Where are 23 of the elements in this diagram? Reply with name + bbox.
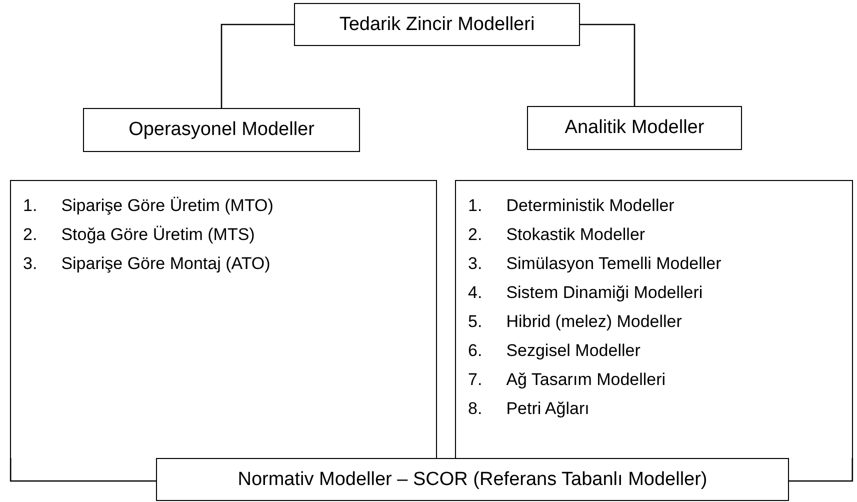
list-item: 7. Ağ Tasarım Modelleri — [468, 369, 666, 391]
list-item: 3. Simülasyon Temelli Modeller — [468, 253, 722, 275]
category-box — [156, 458, 789, 501]
box-label: Operasyonel Modeller — [128, 119, 314, 141]
list-item: 6. Sezgisel Modeller — [468, 340, 640, 362]
list-item: 4. Sistem Dinamiği Modelleri — [468, 282, 703, 304]
list-item: 8. Petri Ağları — [468, 398, 590, 420]
list-box — [455, 180, 853, 458]
connector-line — [580, 24, 636, 106]
list-item: 2. Stokastik Modeller — [468, 224, 646, 246]
list-item: 5. Hibrid (melez) Modeller — [468, 311, 682, 333]
box-label: Analitik Modeller — [564, 117, 704, 139]
list-item: 3. Siparişe Göre Montaj (ATO) — [23, 253, 270, 275]
box-label: Normativ Modeller – SCOR (Referans Tabanlı Modeller) — [238, 468, 708, 490]
title-box — [294, 3, 580, 46]
connector-line — [220, 24, 294, 108]
list-item: 1. Siparişe Göre Üretim (MTO) — [23, 195, 274, 217]
list-item: 2. Stoğa Göre Üretim (MTS) — [23, 224, 255, 246]
category-box — [527, 106, 742, 150]
list-item: 1. Deterministik Modeller — [468, 195, 674, 217]
category-box — [83, 108, 360, 152]
list-box — [10, 180, 437, 458]
box-label: Tedarik Zincir Modelleri — [339, 14, 535, 36]
